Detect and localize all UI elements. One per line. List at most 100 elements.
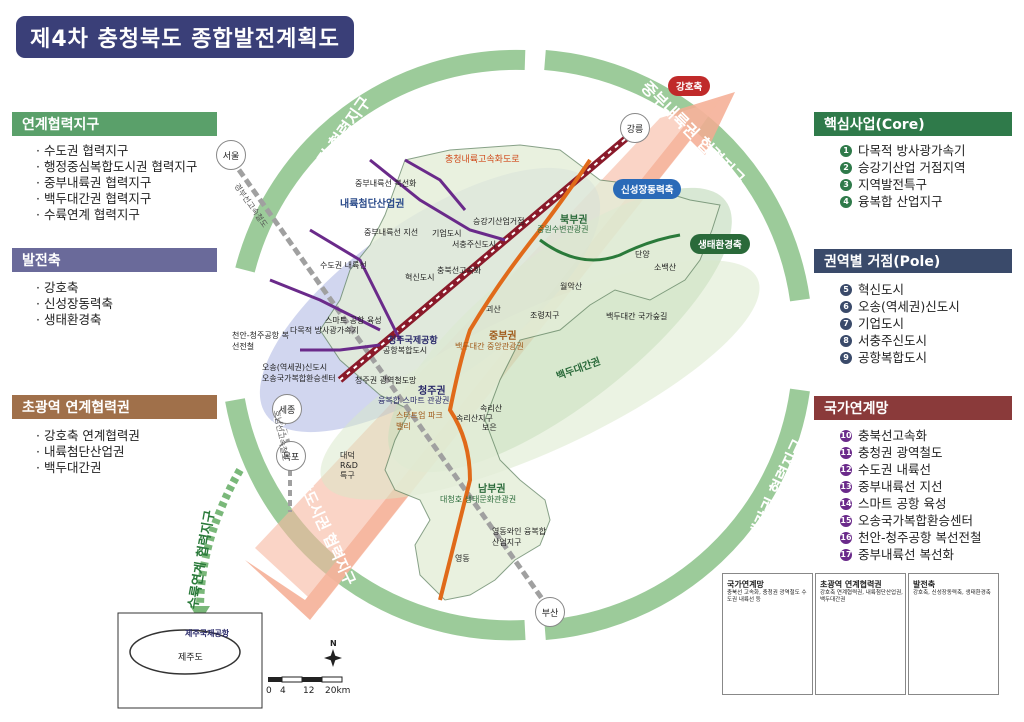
inset-title: 초광역 연계협력권 [820, 580, 882, 589]
list-item: 행정중심복합도시권 협력지구 [36, 159, 197, 175]
map-label-south-sub: 대청호 생태문화관광권 [440, 495, 517, 504]
left-section-heading-2: 발전축 [12, 248, 217, 272]
inset-subtitle: 충북선 고속화, 충청권 광역철도 수도권 내륙선 등 [727, 590, 807, 603]
right-section-heading-3: 국가연계망 [814, 396, 1012, 420]
city-sejong: 세종 [272, 394, 302, 424]
map-label-inland-hitech: 내륙첨단산업권 [340, 199, 405, 210]
regional-rail-lines [269, 158, 506, 352]
inset-title: 발전축 [913, 580, 936, 589]
inset-axes: 발전축 강호축, 신성장동력축, 생태환경축 [908, 573, 999, 695]
left-section-heading-1: 연계협력지구 [12, 112, 217, 136]
jeju-island [129, 629, 241, 675]
left-section-heading-3: 초광역 연계협력권 [12, 395, 217, 419]
inset-subtitle: 강호축, 신성장동력축, 생태환경축 [913, 590, 991, 596]
left-section-list-2: 강호축 신성장동력축 생태환경축 [36, 280, 113, 328]
gyeongbu-rail [229, 158, 553, 612]
map-label-jungbu-double: 중부내륙선 복선화 [355, 179, 417, 188]
inset-network: 국가연계망 충북선 고속화, 충청권 광역철도 수도권 내륙선 등 [722, 573, 813, 695]
eco-line [539, 233, 681, 262]
list-item: 신성장동력축 [36, 296, 113, 312]
list-item: 내륙첨단산업권 [36, 444, 140, 460]
list-item: 수륙연계 협력지구 [36, 207, 197, 223]
left-section-list-1: 수도권 협력지구 행정중심복합도시권 협력지구 중부내륙권 협력지구 백두대간권… [36, 143, 197, 223]
list-item: 강호축 [36, 280, 113, 296]
map-label-expressway: 충청내륙고속화도로 [445, 155, 520, 165]
map-label-jungbu-branch: 중부내륙선 지선 [364, 228, 419, 237]
inset-title: 국가연계망 [727, 580, 764, 589]
map-label-osong-new: 오송(역세권)신도시 [262, 363, 328, 372]
map-label-south-zone: 남부권 [478, 484, 506, 495]
map-label-jeju-airport: 제주국제공항 [185, 629, 230, 638]
map-label-jeju: 제주도 [178, 653, 203, 663]
chungbuk-province [319, 144, 721, 601]
north-arrow [324, 649, 342, 667]
gangho-axis-label: 강호축 [668, 76, 711, 96]
list-item: 백두대간권 [36, 460, 140, 476]
map-label-central-zone: 중부권 [489, 331, 517, 342]
map-label-cheonan: 천안-청주공항 복선전철 [232, 331, 289, 351]
ring-arc-top-right [544, 50, 810, 302]
eco-axis-label: 생태환경축 [690, 234, 750, 254]
map-label-smart-airport: 스마트 공항 육성 [325, 316, 382, 325]
map-label-daedeok: 대덕 R&D특구 [340, 451, 358, 480]
map-label-seochungju: 서충주신도시 [452, 240, 497, 249]
map-label-central-sub: 백두대간 중앙관광권 [455, 342, 524, 351]
map-label-cheongju-sub: 융복합 스마트 관광권 [378, 396, 450, 405]
left-section-list-3: 강호축 연계협력권 내륙첨단산업권 백두대간권 [36, 428, 140, 476]
city-seoul: 서울 [216, 140, 246, 170]
map-label-danyang: 단양 [635, 250, 650, 259]
scale-tick-4: 4 [280, 686, 286, 696]
list-item: 생태환경축 [36, 312, 113, 328]
list-item: 강호축 연계협력권 [36, 428, 140, 444]
map-label-cheongju-rail: 청주권 광역철도망 [355, 376, 417, 385]
map-label-yeongdong: 영동 [455, 554, 470, 563]
list-item: 수도권 협력지구 [36, 143, 197, 159]
map-label-sudo-inland: 수도권 내륙선 [320, 261, 367, 270]
map-label-enterprise: 기업도시 [432, 229, 462, 238]
map-label-yeongdong-wine: 영동와인 융복합산업지구 [492, 527, 547, 547]
map-label-woraksan: 월악산 [560, 282, 583, 291]
map-label-elevator: 승강기산업거점 [473, 217, 525, 226]
map-label-baekdu-trail: 백두대간 국가숲길 [606, 312, 668, 321]
map-label-airport-city: 공항복합도시 [383, 346, 428, 355]
city-gangneung: 강릉 [620, 113, 650, 143]
page-title: 제4차 충청북도 종합발전계획도 [16, 16, 354, 58]
ring-arc-top-left [235, 49, 526, 273]
land-sea-link [196, 468, 244, 611]
map-label-airport: 청주국제공항 [388, 336, 438, 346]
inset-cooperation: 초광역 연계협력권 강호축 연계협력권, 내륙첨단산업권, 백두대간권 [815, 573, 906, 695]
map-label-sobaeksan: 소백산 [654, 263, 677, 272]
map-label-accelerator: 다목적 방사광가속기 [290, 326, 359, 335]
list-item: 중부내륙권 협력지구 [36, 175, 197, 191]
map-label-joryeong: 조령지구 [530, 311, 560, 320]
scale-tick-0: 0 [266, 686, 272, 696]
scale-tick-12: 12 [303, 686, 315, 696]
list-item: 백두대간권 협력지구 [36, 191, 197, 207]
map-label-songni-district: 속리산지구 [456, 414, 493, 423]
map-label-north-sub: 중원수변관광권 [537, 225, 589, 234]
inset-subtitle: 강호축 연계협력권, 내륙첨단산업권, 백두대간권 [820, 590, 903, 603]
expressway-line [438, 158, 592, 601]
map-label-boeun: 보은 [482, 423, 497, 432]
north-label: N [330, 639, 337, 648]
map-label-north-zone: 북부권 [560, 215, 588, 226]
map-label-goesan: 괴산 [486, 305, 501, 314]
